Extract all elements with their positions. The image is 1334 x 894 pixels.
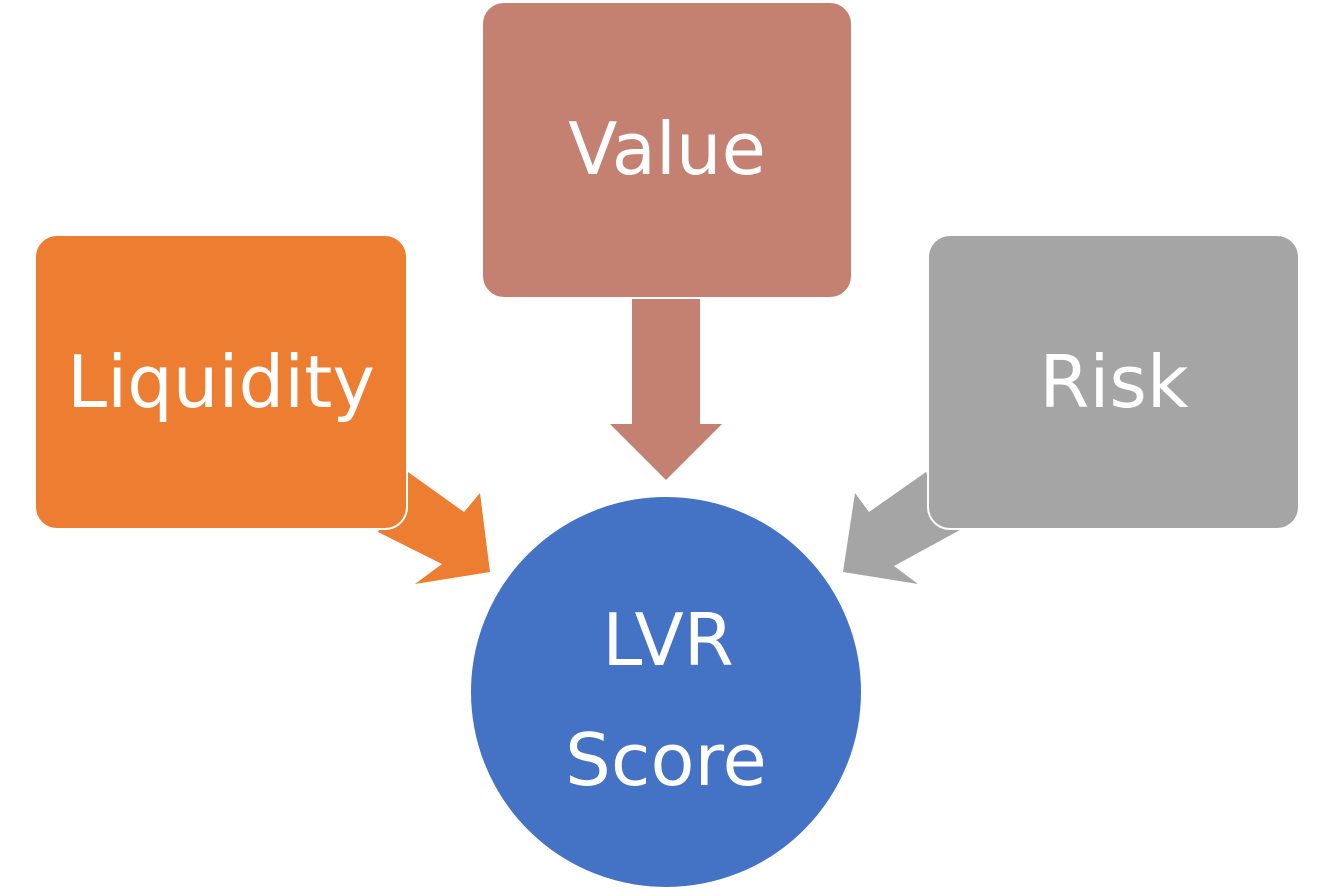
score-label-line2: Score — [565, 718, 767, 802]
score-node: LVR Score — [469, 495, 863, 889]
liquidity-node: Liquidity — [34, 234, 408, 530]
value-label: Value — [568, 107, 766, 191]
value-to-score-arrow — [610, 297, 722, 480]
value-node: Value — [481, 1, 853, 299]
liquidity-label: Liquidity — [67, 340, 375, 424]
score-label-line1: LVR — [602, 598, 733, 682]
liquidity-box — [34, 234, 408, 530]
score-circle — [469, 495, 863, 889]
risk-label: Risk — [1039, 340, 1189, 424]
risk-node: Risk — [927, 234, 1300, 530]
risk-box — [927, 234, 1300, 530]
value-box — [481, 1, 853, 299]
